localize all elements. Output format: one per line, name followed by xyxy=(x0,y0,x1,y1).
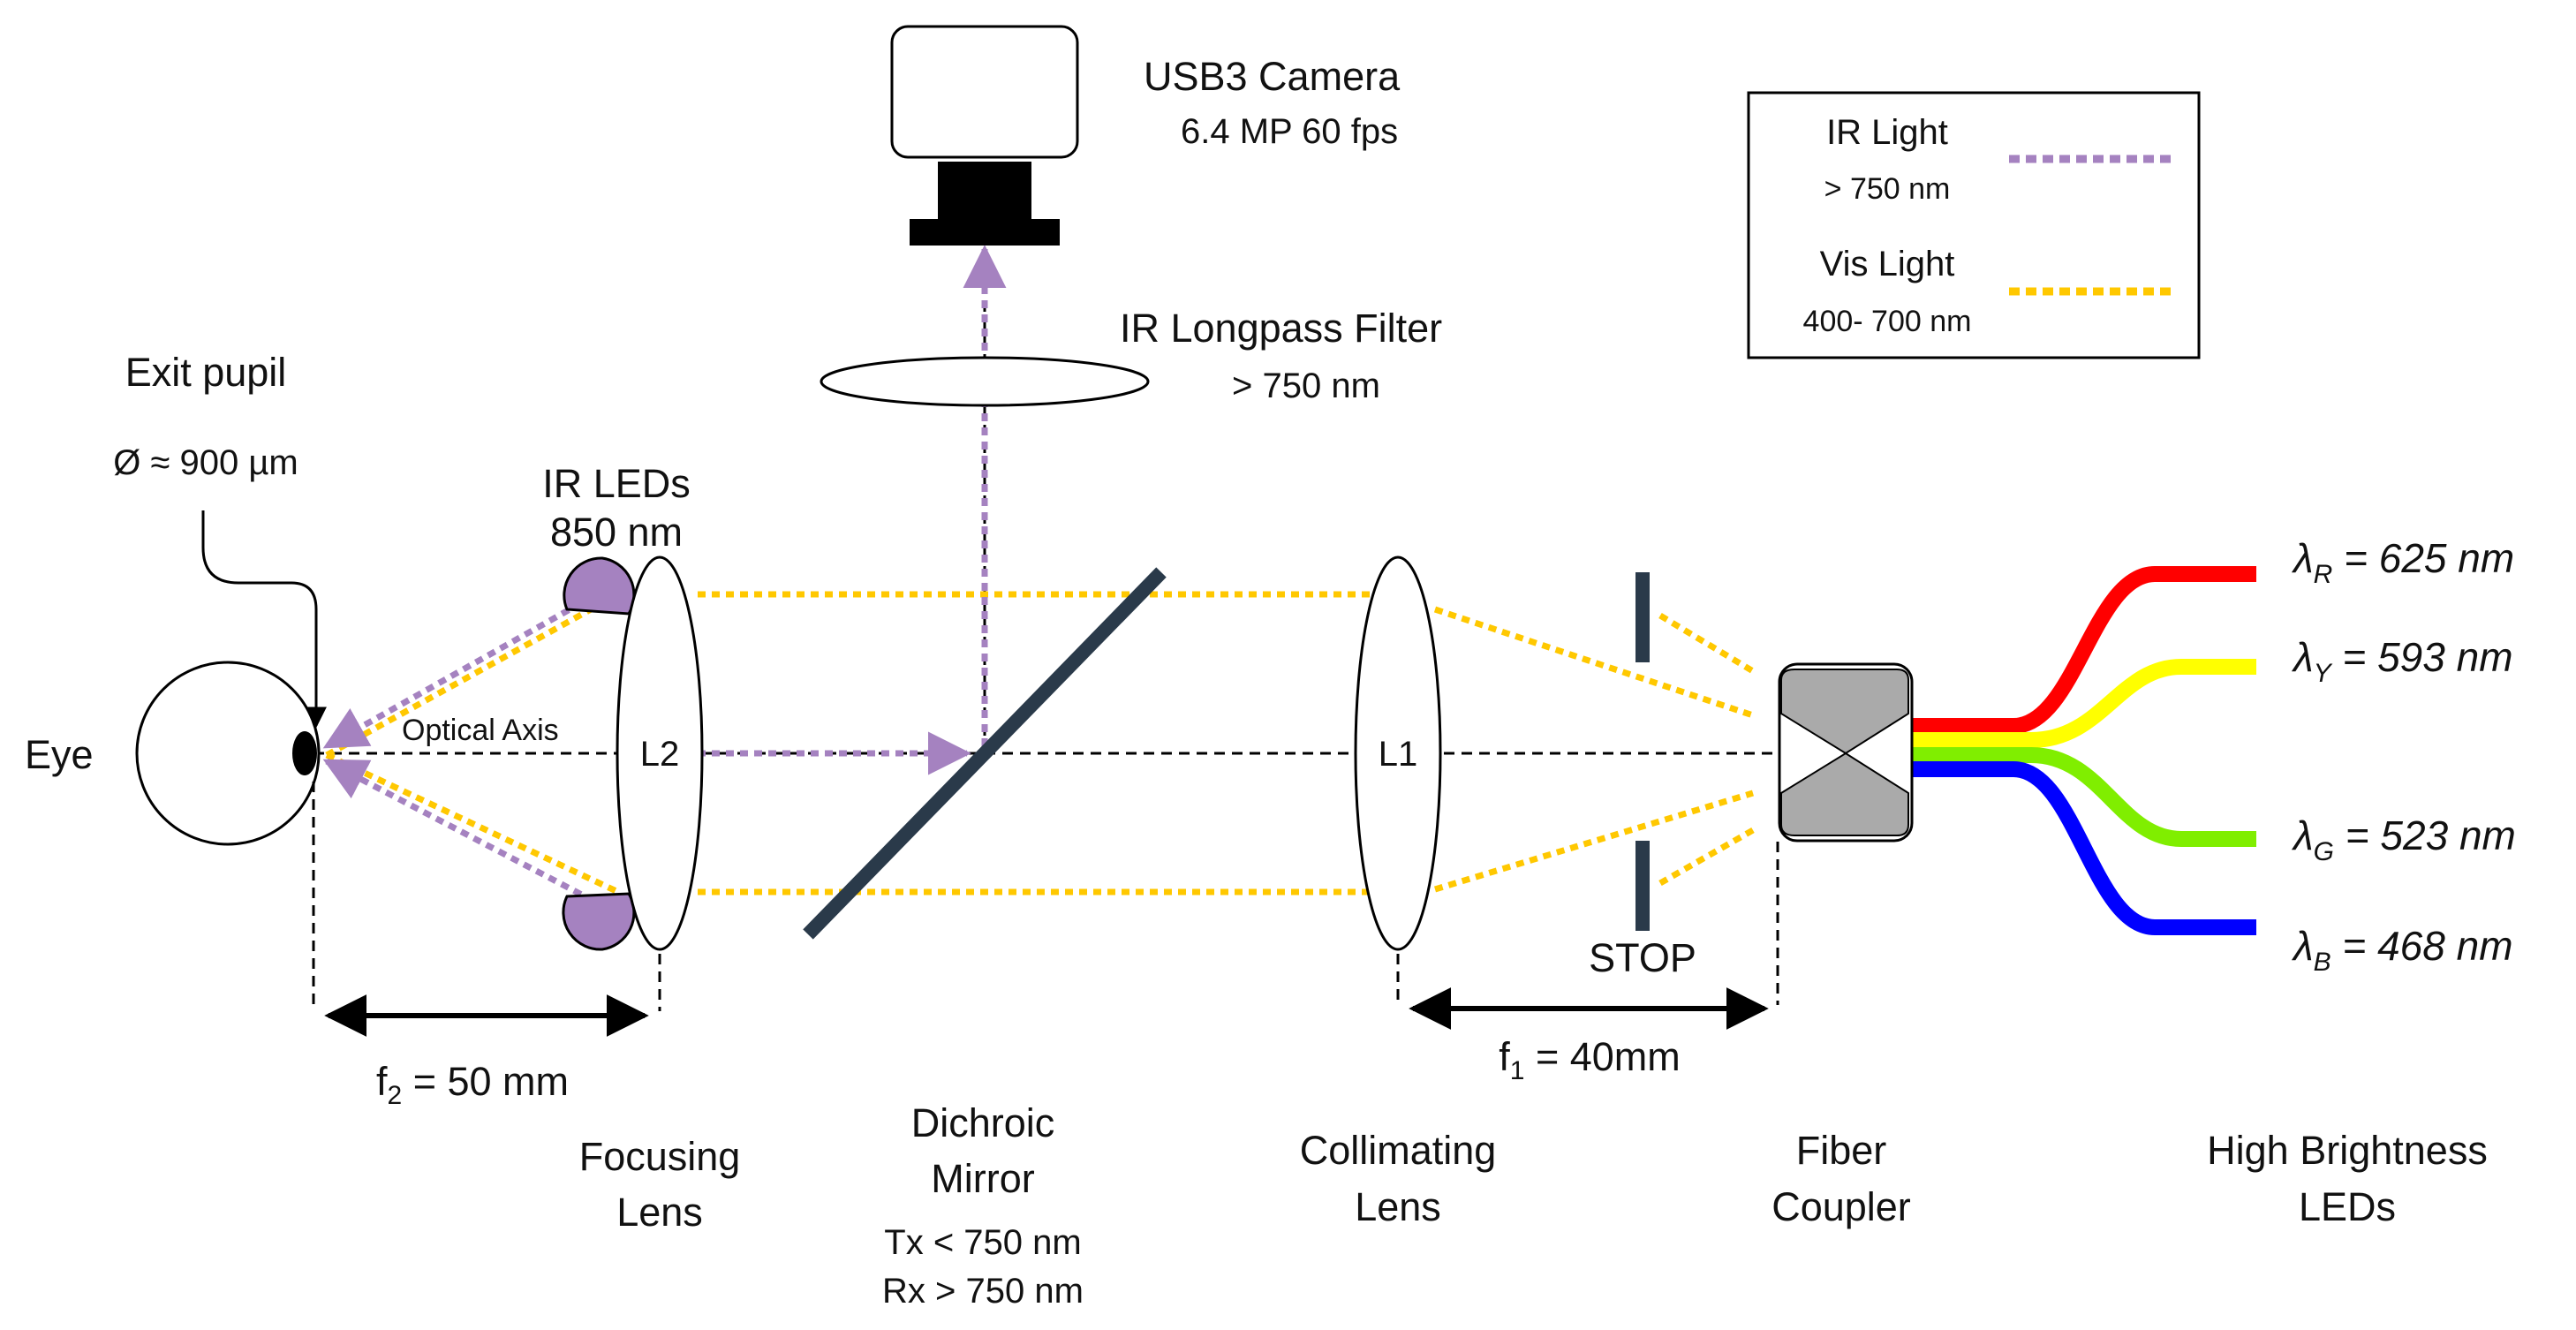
ir-leds-wavelength: 850 nm xyxy=(550,510,683,555)
collimating-lens-shape xyxy=(1354,555,1442,951)
optical-axis-label: Optical Axis xyxy=(402,714,559,747)
exit-pupil-diameter: Ø ≈ 900 µm xyxy=(113,443,298,482)
ir-light-beams xyxy=(322,245,1007,904)
legend-ir-range: > 750 nm xyxy=(1824,172,1951,206)
ir-led-bottom-shape xyxy=(562,892,636,951)
fiber-coupler-name-1: Fiber xyxy=(1796,1128,1887,1173)
exit-pupil-pointer xyxy=(201,510,327,729)
wavelength-green-label: λG = 523 nm xyxy=(2291,812,2516,866)
dichroic-name-2: Mirror xyxy=(931,1156,1034,1201)
wavelength-blue-label: λB = 468 nm xyxy=(2291,923,2513,977)
pupil-shape xyxy=(292,731,317,775)
collimating-lens-name-2: Lens xyxy=(1355,1184,1441,1229)
wavelength-yellow-label: λY = 593 nm xyxy=(2291,634,2513,688)
stop-upper-blade xyxy=(1635,572,1650,662)
legend-ir-label: IR Light xyxy=(1826,113,1948,152)
legend-box xyxy=(1747,91,2201,359)
exit-pupil-title: Exit pupil xyxy=(125,350,287,395)
dichroic-tx: Tx < 750 nm xyxy=(884,1223,1081,1262)
ir-filter-name: IR Longpass Filter xyxy=(1120,306,1442,351)
lens-l1-tag: L1 xyxy=(1379,735,1418,774)
leds-name-2: LEDs xyxy=(2299,1184,2396,1229)
collimating-lens-name-1: Collimating xyxy=(1300,1128,1497,1173)
camera-body xyxy=(890,25,1079,159)
ir-filter-spec: > 750 nm xyxy=(1232,367,1380,405)
camera-name: USB3 Camera xyxy=(1144,54,1401,99)
led-fibers xyxy=(1912,566,2256,935)
fiber-yellow xyxy=(1912,659,2256,748)
f1-label: f1 = 40mm xyxy=(1499,1034,1681,1085)
focusing-lens-shape xyxy=(616,555,704,951)
fiber-blue xyxy=(1912,761,2256,935)
camera-lens-mount xyxy=(938,162,1031,219)
fiber-coupler-name-2: Coupler xyxy=(1771,1184,1911,1229)
legend-vis-label: Vis Light xyxy=(1820,245,1955,283)
stop-lower-blade xyxy=(1635,841,1650,931)
camera-lens-base xyxy=(910,219,1060,246)
eye-label: Eye xyxy=(25,732,94,777)
focusing-lens-name-2: Lens xyxy=(616,1190,703,1235)
dichroic-mirror-shape xyxy=(803,567,1167,940)
stop-label: STOP xyxy=(1589,935,1696,980)
fiber-coupler-bottom-wedge xyxy=(1780,752,1909,836)
focusing-lens-name-1: Focusing xyxy=(579,1134,741,1179)
lens-l2-tag: L2 xyxy=(640,735,680,774)
fiber-green xyxy=(1912,747,2256,847)
dichroic-name-1: Dichroic xyxy=(911,1100,1055,1145)
leds-name-1: High Brightness xyxy=(2207,1128,2488,1173)
dichroic-rx: Rx > 750 nm xyxy=(882,1272,1084,1311)
f2-label: f2 = 50 mm xyxy=(376,1059,569,1110)
camera-specs: 6.4 MP 60 fps xyxy=(1181,112,1398,151)
legend: IR Light > 750 nm Vis Light 400- 700 nm xyxy=(1747,91,2201,359)
legend-vis-range: 400- 700 nm xyxy=(1803,305,1972,338)
wavelength-red-label: λR = 625 nm xyxy=(2291,535,2514,589)
fiber-coupler-top-wedge xyxy=(1780,669,1909,755)
eye-shape xyxy=(135,661,321,846)
ir-leds-name: IR LEDs xyxy=(542,461,691,506)
visible-light-beams xyxy=(325,591,1755,895)
ir-longpass-filter-shape xyxy=(820,356,1150,407)
fiber-red xyxy=(1912,566,2256,734)
ir-led-top-shape xyxy=(563,556,636,616)
